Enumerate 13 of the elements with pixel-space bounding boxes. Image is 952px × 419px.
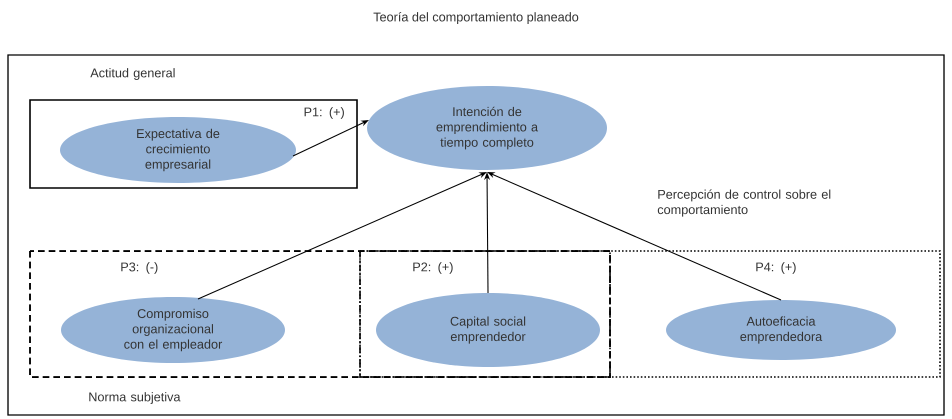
ellipse-node: Intención de emprendimiento a tiempo completo	[367, 86, 607, 170]
box-label: Norma subjetiva	[89, 392, 180, 404]
box-label: P3: (-)	[121, 262, 158, 274]
ellipse-node: Capital social emprendedor	[376, 293, 600, 367]
ellipse-node: Compromiso organizacional con el empleador	[61, 297, 285, 363]
box-label: P4: (+)	[756, 262, 796, 274]
box-label: P2: (+)	[413, 262, 453, 274]
diagram-title: Teoría del comportamiento planeado	[374, 12, 578, 24]
ellipse-node: Autoeficacia emprendedora	[666, 300, 896, 360]
box-label: Percepción de control sobre el comportamiento	[658, 189, 830, 217]
ellipse-node: Expectativa de crecimiento empresarial	[60, 117, 296, 183]
box-label: P1: (+)	[304, 107, 344, 119]
box-label: Actitud general	[90, 68, 175, 80]
